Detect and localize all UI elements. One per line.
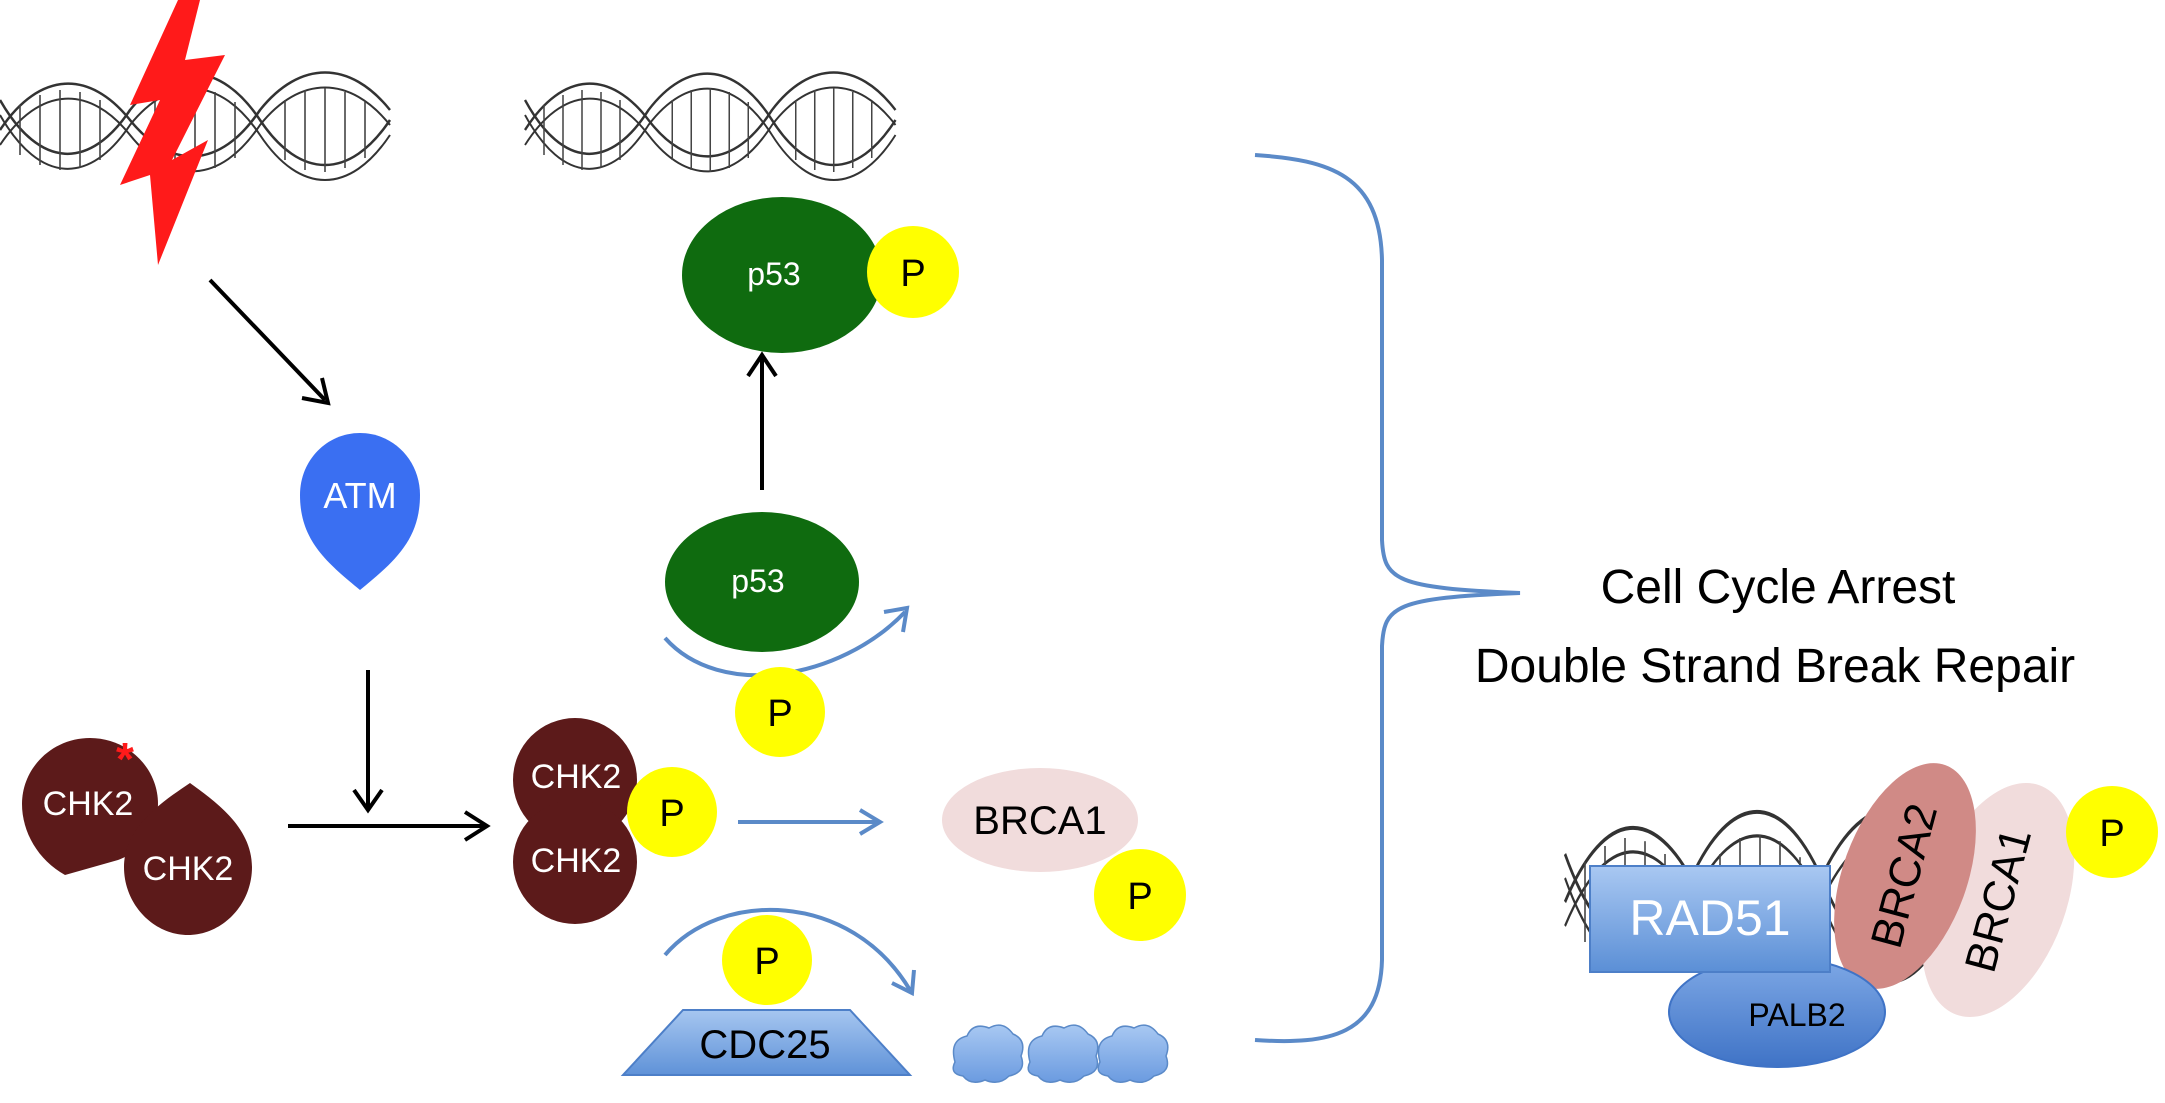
brca2-repair-protein: BRCA2 [1834, 763, 1976, 989]
dna-helix [523, 71, 897, 182]
palb2-protein: PALB2 [1668, 956, 1886, 1068]
degraded-cdc25-fragments [952, 1024, 1169, 1083]
chk2-label: CHK2 [531, 758, 622, 796]
p53-label: p53 [747, 256, 800, 292]
phosphate-label: P [767, 693, 792, 735]
chk2-label: CHK2 [143, 850, 234, 888]
phosphate-label: P [2099, 813, 2124, 855]
chk2-label: CHK2 [43, 785, 134, 823]
cdc25-phosphate: P [722, 915, 812, 1005]
chk2-active-dimer: CHK2 CHK2 [513, 718, 637, 924]
chk2-inactive-1: CHK2 * [22, 733, 158, 875]
arrow-chk2-to-brca1 [738, 808, 884, 836]
cdc25-label: CDC25 [699, 1023, 830, 1067]
phosphate-label: P [900, 253, 925, 295]
atm-label: ATM [323, 475, 396, 516]
p53-phosphate-incoming: P [735, 667, 825, 757]
phosphate-label: P [659, 793, 684, 835]
arrow-chk2-activation [288, 810, 491, 842]
rad51-protein: RAD51 [1589, 865, 1831, 973]
p53-label: p53 [731, 563, 784, 599]
atm-protein: ATM [300, 433, 420, 590]
phosphate-label: P [1127, 876, 1152, 918]
phosphate-label: P [754, 941, 779, 983]
outcome-bracket [1254, 153, 1521, 1044]
brca1-phosphate: P [1094, 849, 1186, 941]
asterisk-marker: * [116, 733, 134, 785]
arrow-p53-up [746, 351, 778, 490]
chk2-inactive-2: CHK2 [124, 783, 252, 935]
cdc25-protein: CDC25 [620, 1009, 913, 1076]
chk2-phosphate: P [627, 767, 717, 857]
outcome-line-1: Cell Cycle Arrest [1601, 561, 1956, 614]
p53-phosphate: P [867, 226, 959, 318]
arrow-cdc25-degradation [663, 908, 916, 997]
p53-dna-bound: p53 [682, 197, 882, 353]
arrow-damage-to-atm [208, 278, 331, 406]
arrow-atm-down [352, 670, 384, 814]
brca1-repair-phosphate: P [2066, 786, 2158, 878]
chk2-active-bottom [513, 800, 637, 924]
dna-break-lightning-icon [120, 0, 225, 265]
chk2-label: CHK2 [531, 842, 622, 880]
rad51-label: RAD51 [1629, 890, 1790, 946]
brca1-protein: BRCA1 [942, 768, 1138, 872]
p53-unbound: p53 [665, 512, 859, 652]
outcome-line-2: Double Strand Break Repair [1475, 640, 2075, 693]
brca1-label: BRCA1 [973, 799, 1106, 843]
palb2-label: PALB2 [1748, 997, 1845, 1033]
